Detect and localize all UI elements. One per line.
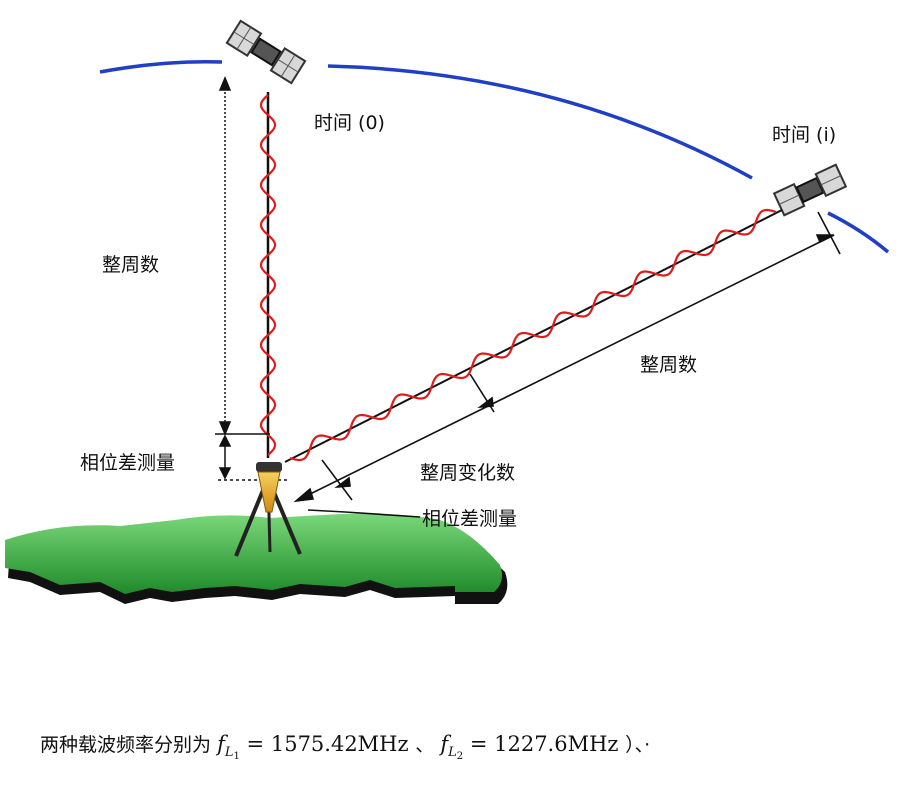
frequency-caption: 两种载波频率分别为 fL1 = 1575.42MHz 、 fL2 = 1227.… [40, 730, 650, 762]
carrier-wave-timei [289, 208, 777, 462]
label-integer-cycles-right: 整周数 [640, 354, 698, 376]
left-dimension [215, 76, 288, 481]
caption-separator: 、 [415, 734, 435, 756]
satellite-time0-icon [225, 19, 307, 85]
formula-l2: fL2 = 1227.6MHz [440, 732, 619, 762]
carrier-wave-time0 [259, 94, 277, 456]
value-l1: 1575.42MHz [270, 732, 409, 756]
gps-carrier-phase-diagram [5, 19, 890, 604]
label-integer-cycles-left: 整周数 [102, 254, 160, 276]
value-l2: 1227.6MHz [494, 732, 619, 756]
label-phase-measure-bottom: 相位差测量 [422, 508, 518, 530]
right-dimension [293, 211, 841, 518]
label-timei: 时间 (i) [772, 124, 837, 146]
formula-l1: fL1 = 1575.42MHz [217, 732, 409, 762]
label-cycle-change: 整周变化数 [420, 462, 516, 484]
label-time0: 时间 (0) [314, 112, 385, 134]
satellite-timei-icon [772, 163, 848, 217]
label-phase-measure-left: 相位差测量 [80, 452, 176, 474]
receiver-tripod-icon [234, 462, 302, 557]
caption-suffix: ）、· [625, 734, 651, 756]
orbit-arc [99, 59, 890, 254]
caption-prefix: 两种载波频率分别为 [40, 734, 212, 756]
ground [5, 513, 502, 594]
